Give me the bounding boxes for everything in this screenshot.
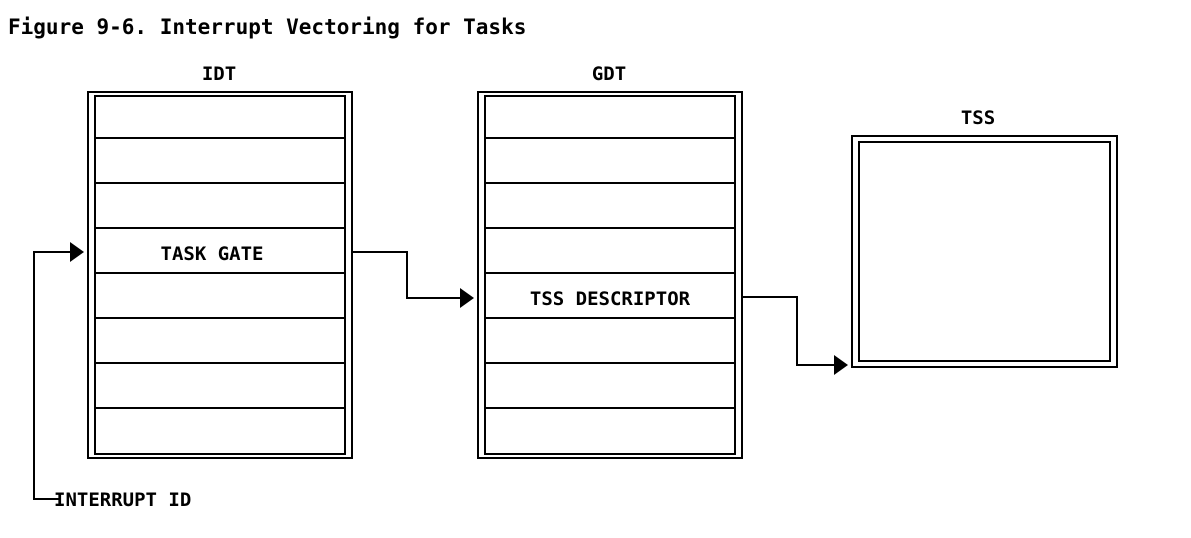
interrupt-id-label: INTERRUPT ID — [54, 489, 191, 511]
tss-outer-border — [851, 135, 1118, 368]
tss-inner-border — [858, 141, 1111, 362]
descriptor-to-tss-arrowhead-icon — [834, 355, 848, 375]
gate-to-descriptor-arrowhead-icon — [460, 288, 474, 308]
tss-box: TSS — [851, 107, 1118, 368]
descriptor-to-tss-arrow — [742, 296, 848, 375]
gdt-outer-border — [477, 91, 743, 459]
gdt-table: GDT TSS DESCRIPTOR — [477, 63, 743, 459]
interrupt-id-arrowhead-icon — [70, 242, 84, 262]
idt-row-separators — [95, 137, 345, 409]
tss-header: TSS — [961, 107, 995, 129]
gdt-tss-descriptor-label: TSS DESCRIPTOR — [530, 288, 691, 310]
gdt-row-separators — [485, 137, 735, 409]
idt-table: IDT TASK GATE — [87, 63, 353, 459]
interrupt-id-arrow: INTERRUPT ID — [33, 242, 191, 511]
idt-task-gate-label: TASK GATE — [161, 243, 264, 265]
gdt-header: GDT — [592, 63, 626, 85]
idt-header: IDT — [202, 63, 236, 85]
idt-outer-border — [87, 91, 353, 459]
gdt-inner-border — [484, 95, 736, 455]
idt-inner-border — [94, 95, 346, 455]
interrupt-id-connector — [33, 251, 72, 500]
descriptor-to-tss-connector — [742, 296, 836, 366]
gate-to-descriptor-connector — [352, 251, 462, 299]
figure-title: Figure 9-6. Interrupt Vectoring for Task… — [8, 15, 526, 39]
gate-to-descriptor-arrow — [352, 251, 474, 308]
